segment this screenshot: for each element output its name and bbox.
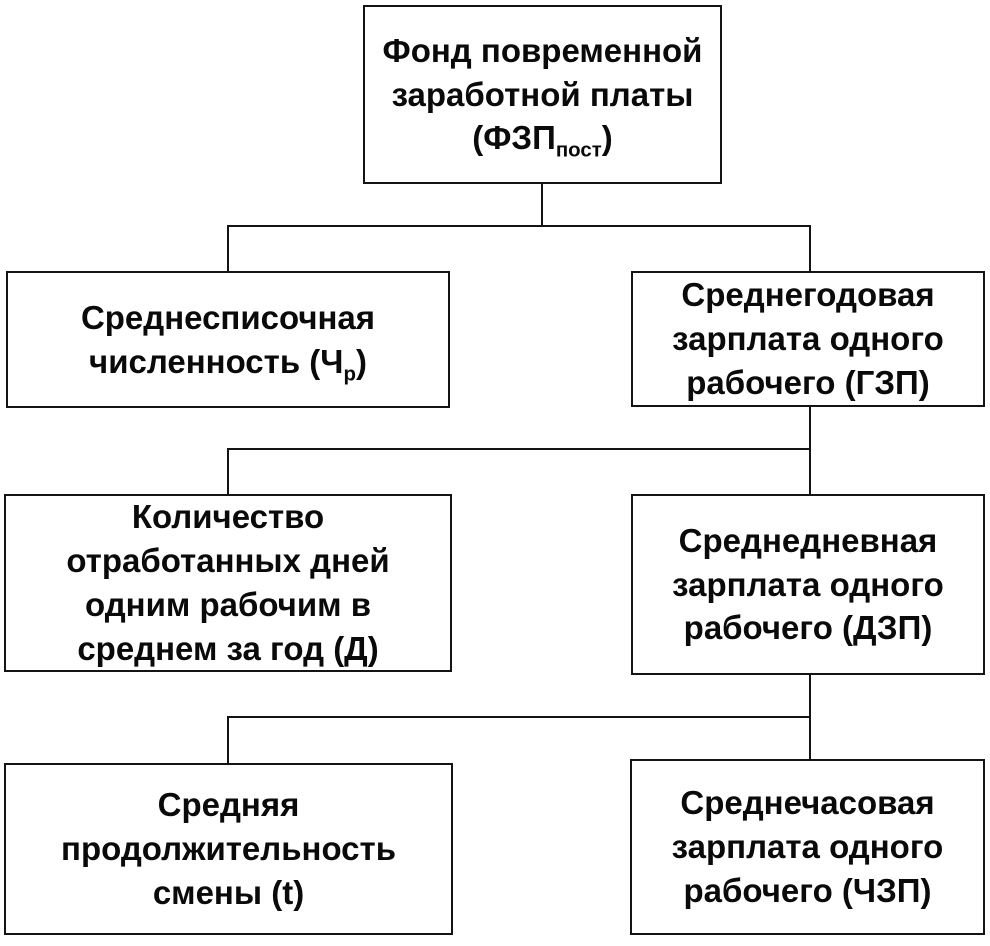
connector-l2-drop-right [809, 448, 811, 496]
node-chr-label: Среднесписочная численность (Чр) [81, 296, 375, 384]
node-t-line2: продолжительность [61, 830, 396, 868]
node-t-label: Средняя продолжительность смены (t) [61, 783, 396, 915]
node-fzp-post: Фонд повременной заработной платы (ФЗПпо… [363, 5, 722, 184]
node-fzp-post-line1: Фонд повременной [382, 31, 703, 69]
connector-l3-drop-right [809, 716, 811, 761]
node-chr-line1: Среднесписочная [80, 298, 376, 336]
node-d-label: Количество отработанных дней одним рабоч… [66, 495, 389, 671]
node-d-line2: отработанных дней [66, 542, 390, 580]
node-dzp-line3: рабочего (ДЗП) [683, 609, 933, 647]
connector-l1-stem [541, 184, 543, 227]
node-dzp-label: Среднедневная зарплата одного рабочего (… [672, 519, 944, 651]
node-fzp-post-line2: заработной платы [391, 75, 694, 113]
node-d-line4: среднем за год (Д) [77, 629, 379, 667]
node-dzp-line1: Среднедневная [678, 521, 938, 559]
node-chzp-line1: Среднечасовая [680, 784, 935, 822]
node-chr-line2: численность (Чр) [81, 340, 375, 384]
node-chr: Среднесписочная численность (Чр) [6, 271, 450, 408]
connector-l2-horizontal [227, 448, 811, 450]
node-dzp: Среднедневная зарплата одного рабочего (… [631, 494, 985, 675]
connector-l3-stem [809, 675, 811, 718]
node-chr-paren: ) [355, 342, 367, 380]
node-gzp-line1: Среднегодовая [681, 276, 935, 314]
node-d-line1: Количество [131, 498, 325, 536]
node-gzp-line2: зарплата одного [672, 320, 944, 358]
node-fzp-post-paren: ) [601, 119, 613, 157]
connector-l2-drop-left [227, 448, 229, 496]
node-fzp-post-line3: (ФЗПпост) [383, 116, 703, 160]
node-chzp-line3: рабочего (ЧЗП) [683, 871, 932, 909]
node-chzp-label: Среднечасовая зарплата одного рабочего (… [672, 781, 944, 913]
node-t-line1: Средняя [157, 786, 300, 824]
node-d: Количество отработанных дней одним рабоч… [4, 494, 452, 672]
node-fzp-post-label: Фонд повременной заработной платы (ФЗПпо… [383, 29, 703, 161]
node-fzp-post-abbr: (ФЗП [472, 119, 556, 157]
connector-l1-drop-right [809, 225, 811, 271]
connector-l2-stem [809, 407, 811, 450]
node-dzp-line2: зарплата одного [672, 565, 944, 603]
node-chr-subscript: р [343, 362, 356, 386]
connector-l1-drop-left [227, 225, 229, 271]
node-fzp-post-subscript: пост [555, 139, 602, 163]
node-t-line3: смены (t) [152, 873, 305, 911]
node-gzp-label: Среднегодовая зарплата одного рабочего (… [672, 273, 944, 405]
node-gzp-line3: рабочего (ГЗП) [686, 363, 930, 401]
node-t: Средняя продолжительность смены (t) [4, 763, 453, 935]
node-chzp-line2: зарплата одного [671, 828, 944, 866]
node-chr-abbr: численность (Ч [89, 342, 344, 380]
connector-l3-drop-left [227, 716, 229, 765]
node-d-line3: одним рабочим в [84, 586, 371, 623]
node-gzp: Среднегодовая зарплата одного рабочего (… [631, 271, 985, 407]
node-chzp: Среднечасовая зарплата одного рабочего (… [630, 759, 985, 935]
connector-l3-horizontal [227, 716, 811, 718]
connector-l1-horizontal [227, 225, 811, 227]
